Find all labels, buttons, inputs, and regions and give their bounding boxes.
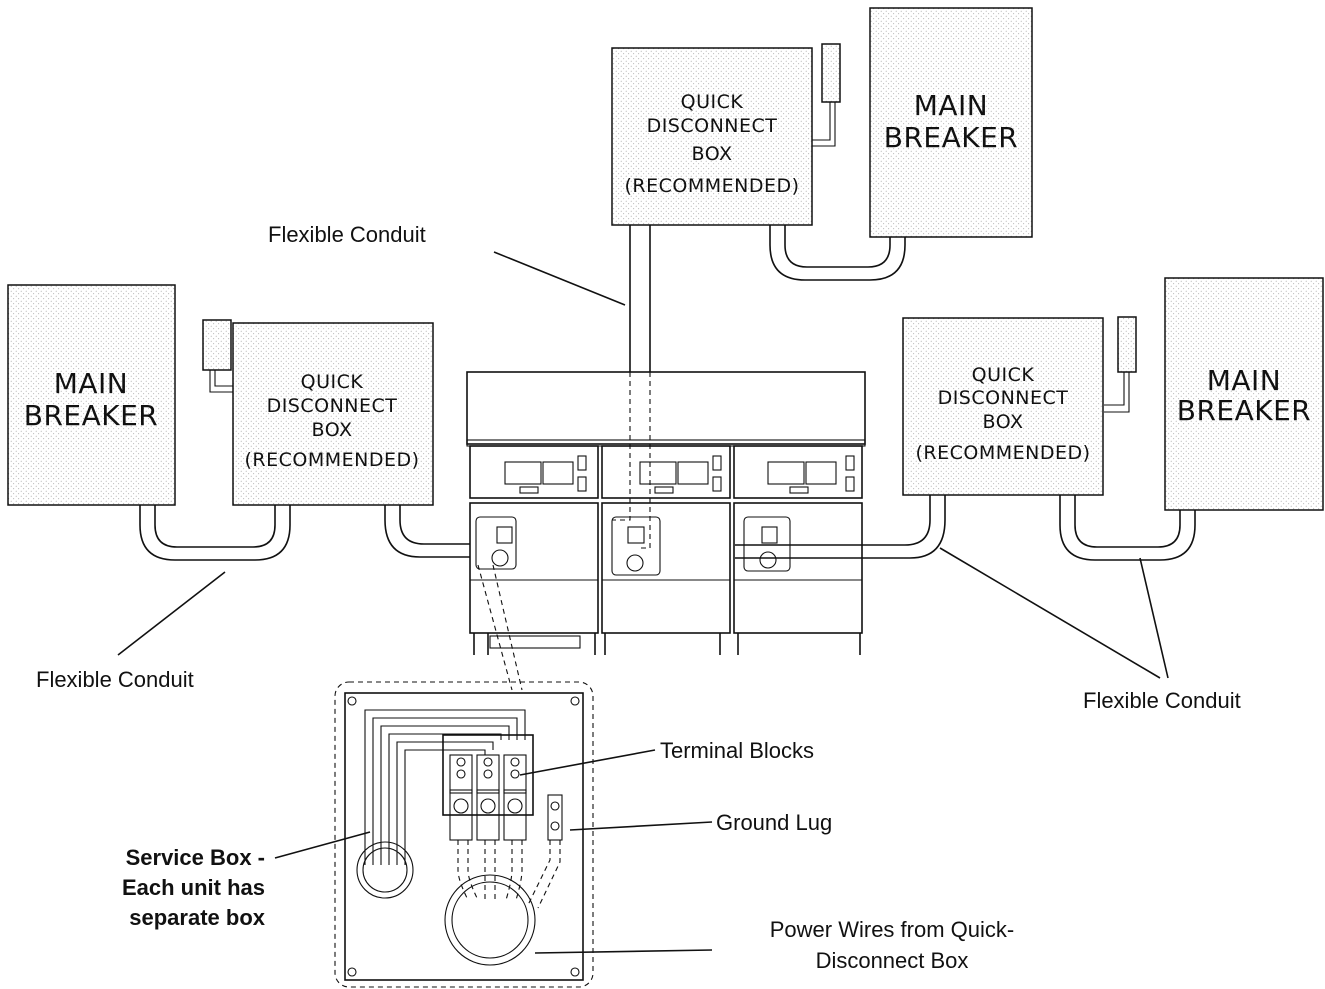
qd-box-right-line-1: QUICK bbox=[972, 364, 1035, 386]
callout-terminal-blocks: Terminal Blocks bbox=[660, 738, 814, 763]
main-breaker-left-line-1: MAIN bbox=[54, 367, 129, 400]
qd-box-right-line-4: (RECOMMENDED) bbox=[915, 442, 1090, 464]
fryer-unit-3 bbox=[733, 445, 863, 634]
service-box-detail bbox=[334, 681, 594, 988]
qd-box-top-line-2: DISCONNECT bbox=[647, 115, 778, 137]
knockout-left bbox=[356, 841, 414, 899]
main-breaker-left-line-2: BREAKER bbox=[24, 399, 159, 432]
callout-flexible-conduit-top: Flexible Conduit bbox=[268, 222, 426, 247]
disconnect-handle bbox=[202, 319, 232, 371]
disconnect-handle bbox=[821, 43, 841, 103]
ground-lug bbox=[547, 794, 563, 841]
callout-service-box-line-3: separate box bbox=[129, 905, 265, 930]
qd-box-right-line-2: DISCONNECT bbox=[938, 387, 1069, 409]
conduits bbox=[139, 222, 1196, 561]
knockout-bottom bbox=[444, 874, 536, 966]
quick-disconnect-box-right: QUICK DISCONNECT BOX (RECOMMENDED) bbox=[902, 316, 1137, 496]
callout-ground-lug: Ground Lug bbox=[716, 810, 832, 835]
qd-box-left-line-4: (RECOMMENDED) bbox=[244, 449, 419, 471]
main-breaker-right-line-1: MAIN bbox=[1207, 364, 1282, 397]
callout-service-box-line-2: Each unit has bbox=[122, 875, 265, 900]
main-breaker-top: MAIN BREAKER bbox=[869, 7, 1033, 238]
fryer-unit-2 bbox=[601, 445, 731, 634]
quick-disconnect-box-top: QUICK DISCONNECT BOX (RECOMMENDED) bbox=[611, 43, 841, 226]
qd-box-left-line-1: QUICK bbox=[301, 371, 364, 393]
disconnect-handle bbox=[1117, 316, 1137, 373]
callout-power-wires-line-2: Disconnect Box bbox=[816, 948, 969, 973]
quick-disconnect-box-left: QUICK DISCONNECT BOX (RECOMMENDED) bbox=[202, 319, 434, 506]
callout-power-wires-line-1: Power Wires from Quick- bbox=[770, 917, 1014, 942]
callout-flexible-conduit-right: Flexible Conduit bbox=[1083, 688, 1241, 713]
fryer-unit-1 bbox=[469, 445, 599, 634]
main-breaker-top-line-2: BREAKER bbox=[884, 121, 1019, 154]
qd-box-top-line-1: QUICK bbox=[681, 91, 744, 113]
callout-service-box-line-1: Service Box - bbox=[126, 845, 265, 870]
callout-leaders bbox=[117, 251, 1169, 954]
qd-box-left-line-2: DISCONNECT bbox=[267, 395, 398, 417]
main-breaker-left: MAIN BREAKER bbox=[7, 284, 176, 506]
main-breaker-right: MAIN BREAKER bbox=[1164, 277, 1324, 511]
qd-box-left-line-3: BOX bbox=[312, 419, 353, 441]
main-breaker-right-line-2: BREAKER bbox=[1177, 394, 1312, 427]
fryer-bank bbox=[466, 371, 866, 691]
main-breaker-top-line-1: MAIN bbox=[914, 89, 989, 122]
qd-box-right-line-3: BOX bbox=[983, 411, 1024, 433]
terminal-blocks bbox=[442, 734, 534, 841]
fryer-legs bbox=[473, 633, 861, 655]
callout-flexible-conduit-left: Flexible Conduit bbox=[36, 667, 194, 692]
qd-box-top-line-3: BOX bbox=[692, 143, 733, 165]
qd-box-top-line-4: (RECOMMENDED) bbox=[624, 175, 799, 197]
